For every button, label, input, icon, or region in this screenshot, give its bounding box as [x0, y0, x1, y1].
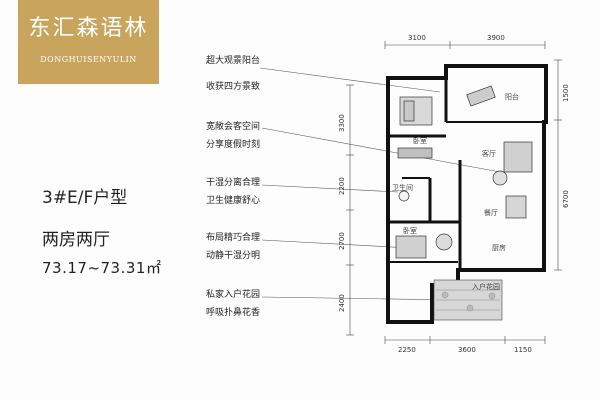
room-bedroom-bottom: 卧室: [403, 226, 417, 235]
room-kitchen: 厨房: [492, 243, 506, 252]
annotation-layout-1: 布局精巧合理: [206, 233, 261, 243]
annotation-living-1: 宽敞会客空间: [206, 122, 261, 132]
unit-type: 3#E/F户型: [42, 188, 128, 208]
dim-left-3: 2700: [338, 232, 346, 250]
annotation-garden-2: 呼吸扑鼻花香: [206, 308, 261, 318]
brand-name-en: DONGHUISENYULIN: [40, 55, 137, 64]
room-garden: 入户花园: [472, 282, 500, 291]
dim-left-1: 3300: [338, 114, 346, 132]
walls: [386, 64, 548, 324]
dim-bottom-3: 1150: [514, 346, 532, 354]
room-bathroom: 卫生间: [392, 183, 413, 192]
dim-left-4: 2400: [338, 294, 346, 312]
annotation-garden-1: 私家入户花园: [206, 290, 261, 300]
room-dining: 餐厅: [484, 208, 498, 217]
annotation-balcony-1: 超大观景阳台: [206, 56, 261, 66]
dim-left-2: 2200: [338, 177, 346, 195]
annotation-bath-1: 干湿分离合理: [206, 178, 261, 188]
pointer-lines: [259, 67, 501, 301]
brand-name-cn: 东汇森语林: [28, 16, 149, 41]
dim-bottom-2: 3600: [458, 346, 476, 354]
annotation-living-2: 分享度假时刻: [206, 140, 261, 150]
dim-top-2: 3900: [487, 34, 505, 42]
dimension-lines: [346, 41, 562, 344]
dim-bottom-1: 2250: [398, 346, 416, 354]
room-living: 客厅: [482, 149, 496, 158]
annotation-balcony-2: 收获四方景致: [206, 82, 261, 92]
annotation-bath-2: 卫生健康舒心: [206, 196, 261, 206]
garden-area: [433, 279, 503, 321]
dim-right-2: 6700: [562, 190, 570, 208]
brand-logo: 东汇森语林 DONGHUISENYULIN: [18, 0, 159, 84]
furniture: [395, 85, 533, 259]
dim-top-1: 3100: [408, 34, 426, 42]
unit-layout: 两房两厅: [42, 230, 110, 250]
unit-area: 73.17~73.31㎡: [42, 259, 162, 277]
room-bedroom-top: 卧室: [413, 136, 427, 145]
annotation-layout-2: 动静干湿分明: [206, 251, 261, 261]
room-balcony: 阳台: [505, 92, 519, 101]
dim-right-1: 1500: [562, 84, 570, 102]
